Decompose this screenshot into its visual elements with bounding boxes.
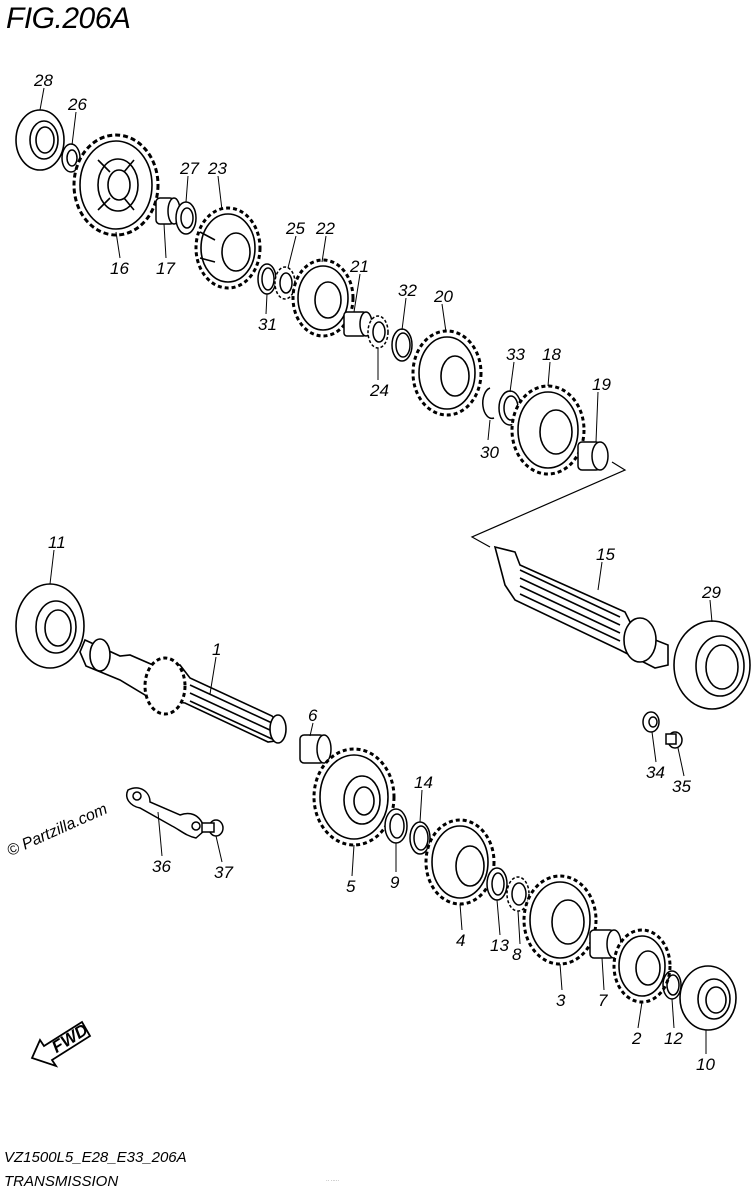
leader-lines — [39, 87, 713, 1054]
gear-18[interactable] — [510, 384, 586, 476]
callout-labels: 28 26 16 17 27 23 25 22 31 21 24 32 20 3… — [33, 71, 721, 1074]
callout-33: 33 — [506, 345, 525, 364]
callout-9: 9 — [390, 873, 400, 892]
bearing-28[interactable] — [15, 109, 65, 171]
assembly-leader-line — [470, 461, 627, 548]
gear-4[interactable] — [424, 818, 496, 906]
fine-print: ·· ····· — [326, 1178, 340, 1184]
callout-2: 2 — [631, 1029, 642, 1048]
callout-18: 18 — [542, 345, 561, 364]
nut-34[interactable] — [642, 711, 660, 733]
circlip-32[interactable] — [391, 328, 413, 362]
callout-37: 37 — [214, 863, 233, 882]
callout-24: 24 — [369, 381, 389, 400]
callout-8: 8 — [512, 945, 522, 964]
bearing-10[interactable] — [679, 965, 737, 1031]
callout-15: 15 — [596, 545, 615, 564]
countershaft-15[interactable] — [493, 545, 669, 669]
callout-7: 7 — [598, 991, 608, 1010]
callout-21: 21 — [349, 257, 369, 276]
callout-29: 29 — [701, 583, 721, 602]
callout-17: 17 — [156, 259, 175, 278]
screw-35[interactable] — [665, 731, 683, 749]
callout-35: 35 — [672, 777, 691, 796]
callout-14: 14 — [414, 773, 433, 792]
callout-30: 30 — [480, 443, 499, 462]
gear-20[interactable] — [411, 329, 483, 417]
bushing-6[interactable] — [299, 734, 332, 764]
callout-10: 10 — [696, 1055, 715, 1074]
callout-3: 3 — [556, 991, 566, 1010]
gear-3[interactable] — [522, 874, 598, 966]
circlip-30[interactable] — [482, 387, 495, 420]
washer-27[interactable] — [175, 201, 197, 235]
washer-13[interactable] — [486, 867, 508, 901]
callout-26: 26 — [67, 95, 87, 114]
fwd-arrow-icon: FWD — [30, 1020, 91, 1068]
callout-25: 25 — [285, 219, 305, 238]
driveshaft-1[interactable] — [79, 638, 287, 744]
circlip-31[interactable] — [257, 263, 277, 295]
callout-27: 27 — [179, 159, 199, 178]
circlip-14[interactable] — [409, 821, 431, 855]
oil-guide-36[interactable] — [126, 787, 206, 839]
callout-4: 4 — [456, 931, 465, 950]
figure-title: FIG.206A — [6, 2, 131, 35]
gear-5[interactable] — [312, 747, 396, 847]
callout-13: 13 — [490, 936, 509, 955]
gear-23[interactable] — [194, 206, 262, 290]
callout-1: 1 — [212, 640, 221, 659]
callout-12: 12 — [664, 1029, 683, 1048]
screw-37[interactable] — [201, 819, 224, 837]
gear-22[interactable] — [291, 258, 355, 338]
washer-9[interactable] — [384, 808, 408, 844]
callout-6: 6 — [308, 706, 318, 725]
bearing-29[interactable] — [673, 620, 751, 710]
callout-19: 19 — [592, 375, 611, 394]
callout-23: 23 — [207, 159, 227, 178]
callout-22: 22 — [315, 219, 335, 238]
callout-20: 20 — [433, 287, 453, 306]
section-name: TRANSMISSION — [4, 1173, 119, 1190]
washer-25[interactable] — [274, 266, 296, 300]
callout-31: 31 — [258, 315, 277, 334]
callout-34: 34 — [646, 763, 665, 782]
washer-24[interactable] — [367, 315, 389, 349]
callout-5: 5 — [346, 877, 356, 896]
model-code: VZ1500L5_E28_E33_206A — [4, 1149, 187, 1166]
bushing-19[interactable] — [577, 441, 609, 471]
callout-11: 11 — [48, 533, 66, 552]
callout-36: 36 — [152, 857, 171, 876]
bearing-11[interactable] — [15, 583, 85, 669]
callout-32: 32 — [398, 281, 417, 300]
callout-28: 28 — [33, 71, 53, 90]
gear-16[interactable] — [72, 133, 160, 237]
callout-16: 16 — [110, 259, 129, 278]
gear-2[interactable] — [612, 928, 672, 1004]
